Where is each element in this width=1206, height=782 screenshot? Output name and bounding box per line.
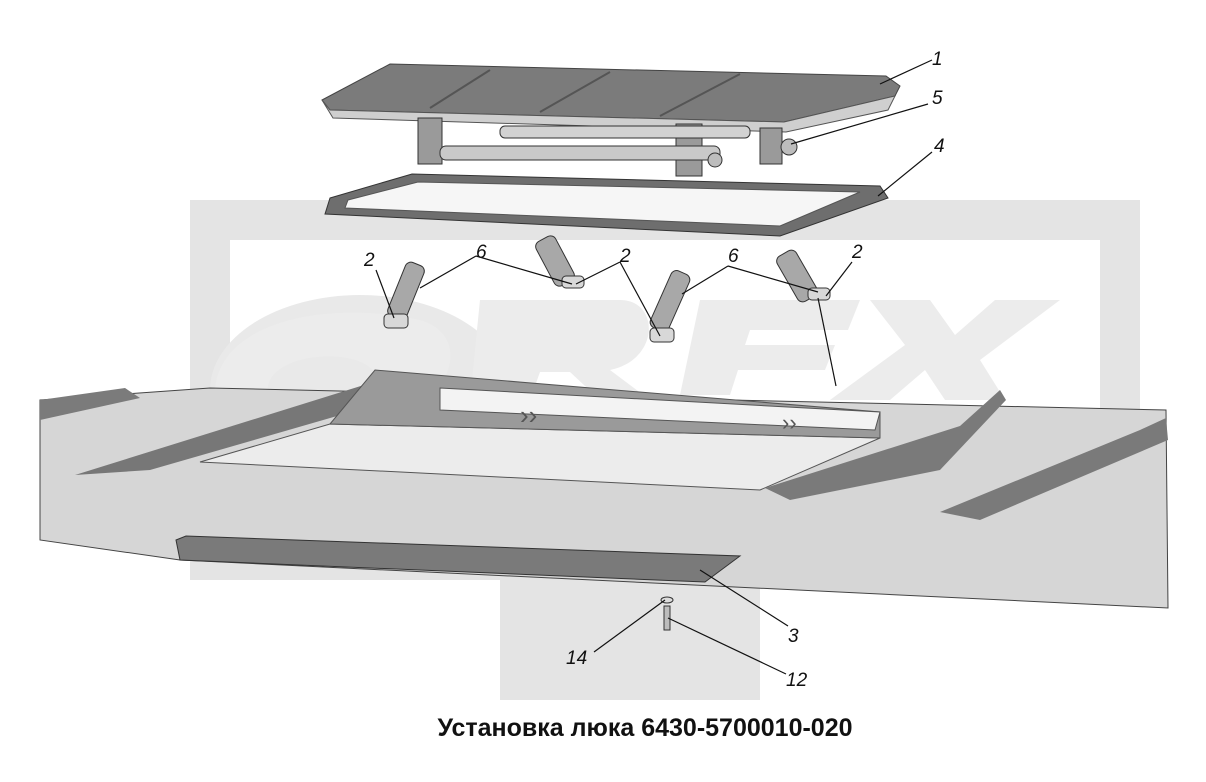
washer <box>660 596 674 604</box>
hinge-mechanism <box>417 117 798 177</box>
callout-3: 3 <box>788 626 799 647</box>
callout-6-right: 6 <box>728 246 739 267</box>
spring-3 <box>649 270 691 343</box>
svg-text:››: ›› <box>520 400 537 430</box>
callout-labels: 1 5 4 2 6 2 6 2 3 14 12 <box>363 49 945 691</box>
inner-trim-panel <box>175 535 742 583</box>
hatch-cover <box>321 63 901 133</box>
callout-1: 1 <box>932 49 943 70</box>
watermark-letter-r <box>470 300 650 400</box>
callout-5: 5 <box>932 88 943 109</box>
callout-14: 14 <box>566 648 587 669</box>
callout-12: 12 <box>786 670 808 691</box>
seal-frame <box>324 173 889 237</box>
leader-lines <box>375 59 933 675</box>
spring-2 <box>535 235 585 289</box>
fasteners <box>660 596 674 631</box>
callout-2-middle: 2 <box>619 246 631 267</box>
watermark-letter-x <box>830 300 1060 400</box>
callout-6-left: 6 <box>476 242 487 263</box>
diagram-caption: Установка люка 6430-5700010-020 <box>437 714 853 742</box>
callout-2-left: 2 <box>363 250 375 271</box>
cab-roof: ›› ›› <box>39 369 1169 609</box>
svg-text:››: ›› <box>782 410 797 435</box>
spring-4 <box>776 249 831 303</box>
watermark-letter-e <box>680 300 860 395</box>
spring-1 <box>383 261 425 329</box>
callout-4: 4 <box>934 136 945 157</box>
screw <box>663 605 671 631</box>
callout-2-right: 2 <box>851 242 863 263</box>
